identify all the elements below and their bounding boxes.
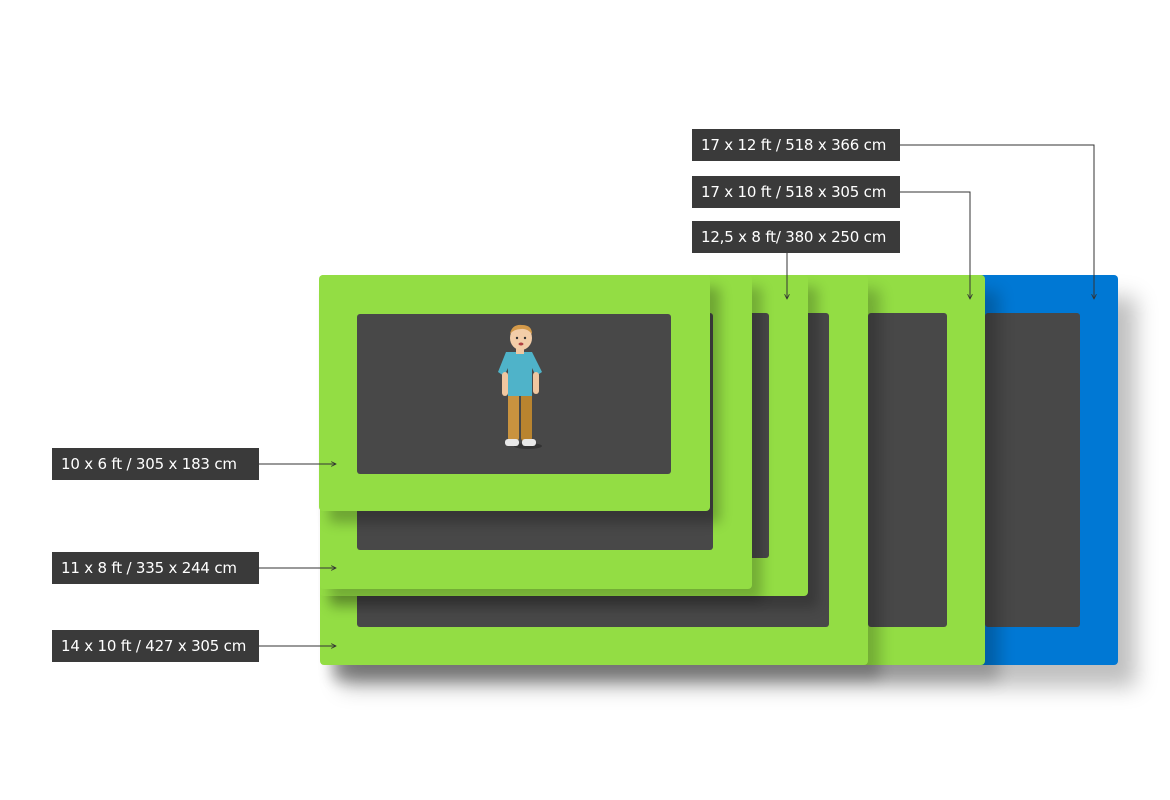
size-label-14x10: 14 x 10 ft / 427 x 305 cm — [52, 630, 259, 662]
size-label-11x8: 11 x 8 ft / 335 x 244 cm — [52, 552, 259, 584]
leader-17x12 — [900, 144, 1094, 299]
mat-17x12 — [985, 313, 1080, 627]
size-label-12x8: 12,5 x 8 ft/ 380 x 250 cm — [692, 221, 900, 253]
leader-17x10 — [900, 191, 970, 299]
size-label-17x10: 17 x 10 ft / 518 x 305 cm — [692, 176, 900, 208]
mat-17x10 — [868, 313, 947, 627]
size-label-17x12: 17 x 12 ft / 518 x 366 cm — [692, 129, 900, 161]
size-label-10x6: 10 x 6 ft / 305 x 183 cm — [52, 448, 259, 480]
